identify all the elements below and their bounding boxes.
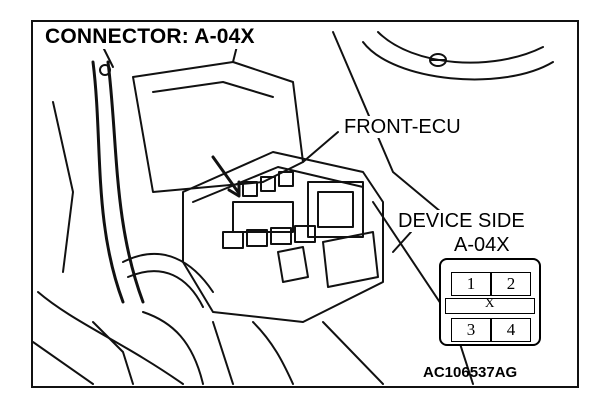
connector-pin-diagram: 1 2 X 3 4 xyxy=(439,258,541,346)
front-ecu-label: FRONT-ECU xyxy=(343,116,462,138)
device-side-label: DEVICE SIDE xyxy=(397,210,526,232)
pin-2: 2 xyxy=(491,272,531,296)
connector-key-mark: X xyxy=(485,295,495,310)
pin-1: 1 xyxy=(451,272,491,296)
engine-bay-illustration xyxy=(33,31,554,385)
diagram-title: CONNECTOR: A-04X xyxy=(43,25,257,49)
diagram-frame: CONNECTOR: A-04X FRONT-ECU DEVICE SIDE A… xyxy=(31,20,579,388)
pin-4: 4 xyxy=(491,318,531,342)
connector-key-bar xyxy=(445,298,535,314)
device-id-label: A-04X xyxy=(453,234,511,256)
figure-code: AC106537AG xyxy=(423,364,518,381)
pin-3: 3 xyxy=(451,318,491,342)
